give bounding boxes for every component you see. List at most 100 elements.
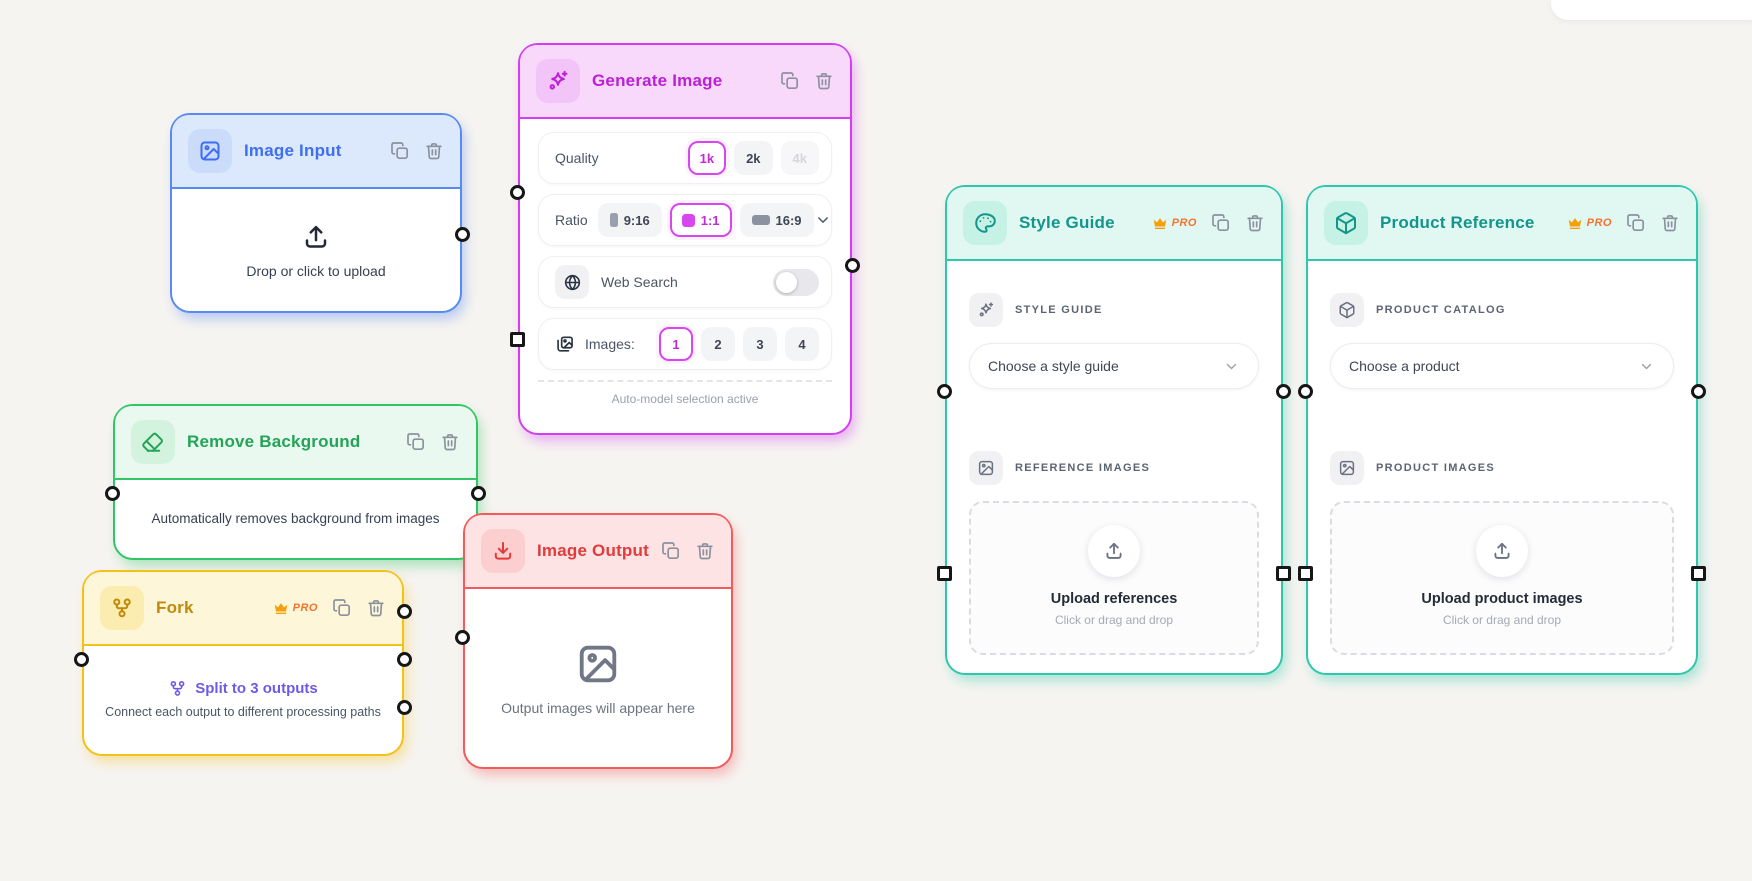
chevron-down-icon[interactable] (814, 211, 832, 229)
fork-icon (100, 586, 144, 630)
output-handle-secondary[interactable] (1691, 566, 1706, 581)
node-title: Product Reference (1380, 213, 1535, 232)
images-option-1[interactable]: 1 (659, 327, 693, 361)
input-handle-secondary[interactable] (1298, 566, 1313, 581)
images-option-3[interactable]: 3 (743, 327, 777, 361)
ratio-option-169[interactable]: 16:9 (739, 203, 814, 237)
quality-option-1k[interactable]: 1k (687, 141, 727, 175)
input-handle[interactable] (455, 630, 470, 645)
upload-icon (1088, 525, 1140, 577)
ratio-row: Ratio 9:16 1:1 16:9 (538, 194, 832, 246)
split-action[interactable]: Split to 3 outputs (168, 679, 318, 698)
images-option-2[interactable]: 2 (701, 327, 735, 361)
node-header: Image Input (172, 115, 460, 189)
node-remove-background[interactable]: Remove Background Automatically removes … (105, 404, 486, 560)
quality-option-4k[interactable]: 4k (780, 141, 819, 175)
image-icon (969, 451, 1003, 485)
duplicate-button[interactable] (780, 71, 800, 91)
ratio-option-11[interactable]: 1:1 (669, 203, 732, 237)
output-handle[interactable] (471, 486, 486, 501)
chevron-down-icon (1638, 358, 1655, 375)
duplicate-button[interactable] (1211, 213, 1231, 233)
image-placeholder-icon (575, 641, 621, 687)
node-header: Style Guide PRO (947, 187, 1281, 261)
output-handle-secondary[interactable] (1276, 566, 1291, 581)
image-upload-dropzone[interactable]: Drop or click to upload (172, 189, 460, 311)
style-guide-section-label: STYLE GUIDE (969, 293, 1259, 327)
input-handle-secondary[interactable] (937, 566, 952, 581)
landscape-shape-icon (751, 215, 770, 225)
images-label: Images: (585, 336, 635, 352)
images-icon (555, 334, 575, 354)
node-generate-image[interactable]: Generate Image Quality 1k 2k 4k Ratio 9:… (510, 43, 860, 435)
input-handle-secondary[interactable] (510, 332, 525, 347)
references-upload-dropzone[interactable]: Upload references Click or drag and drop (969, 501, 1259, 655)
node-title: Generate Image (592, 71, 723, 90)
output-handle-1[interactable] (397, 604, 412, 619)
crown-icon (273, 600, 289, 616)
duplicate-button[interactable] (1626, 213, 1646, 233)
quality-option-2k[interactable]: 2k (734, 141, 773, 175)
web-search-label: Web Search (601, 274, 678, 290)
eraser-icon (131, 420, 175, 464)
duplicate-button[interactable] (661, 541, 681, 561)
globe-icon (555, 265, 589, 299)
delete-button[interactable] (440, 432, 460, 452)
output-handle[interactable] (845, 258, 860, 273)
input-handle[interactable] (510, 185, 525, 200)
node-style-guide[interactable]: Style Guide PRO STYLE GUIDE Choose a sty… (937, 185, 1291, 675)
node-title: Image Input (244, 141, 342, 160)
input-handle[interactable] (1298, 384, 1313, 399)
delete-button[interactable] (814, 71, 834, 91)
duplicate-button[interactable] (390, 141, 410, 161)
delete-button[interactable] (1245, 213, 1265, 233)
delete-button[interactable] (424, 141, 444, 161)
output-handle[interactable] (1691, 384, 1706, 399)
node-product-reference[interactable]: Product Reference PRO PRODUCT CATALOG Ch… (1298, 185, 1706, 675)
style-guide-select[interactable]: Choose a style guide (969, 343, 1259, 389)
node-image-input[interactable]: Image Input Drop or click to upload (170, 113, 470, 313)
node-header: Generate Image (520, 45, 850, 119)
node-fork[interactable]: Fork PRO Split to 3 outputs Connect each… (74, 570, 412, 756)
duplicate-button[interactable] (332, 598, 352, 618)
quality-label: Quality (555, 150, 599, 166)
product-select[interactable]: Choose a product (1330, 343, 1674, 389)
output-handle[interactable] (1276, 384, 1291, 399)
ratio-option-916[interactable]: 9:16 (597, 203, 662, 237)
box-icon (1330, 293, 1364, 327)
output-handle[interactable] (455, 227, 470, 242)
delete-button[interactable] (366, 598, 386, 618)
square-shape-icon (681, 213, 695, 227)
input-handle[interactable] (105, 486, 120, 501)
quality-row: Quality 1k 2k 4k (538, 132, 832, 184)
output-handle-3[interactable] (397, 700, 412, 715)
delete-button[interactable] (1660, 213, 1680, 233)
auto-model-status: Auto-model selection active (538, 380, 832, 406)
download-icon (481, 529, 525, 573)
upload-icon (1476, 525, 1528, 577)
node-image-output[interactable]: Image Output Output images will appear h… (455, 513, 733, 769)
product-catalog-section-label: PRODUCT CATALOG (1330, 293, 1674, 327)
palette-icon (963, 201, 1007, 245)
crown-icon (1567, 215, 1583, 231)
box-icon (1324, 201, 1368, 245)
upload-icon (301, 222, 331, 252)
product-images-upload-dropzone[interactable]: Upload product images Click or drag and … (1330, 501, 1674, 655)
web-search-toggle[interactable] (773, 268, 819, 296)
node-header: Product Reference PRO (1308, 187, 1696, 261)
toolbar-fragment (1551, 0, 1752, 20)
pro-badge: PRO (1567, 215, 1612, 231)
pro-badge: PRO (1152, 215, 1197, 231)
upload-hint-text: Drop or click to upload (246, 262, 386, 279)
input-handle[interactable] (937, 384, 952, 399)
duplicate-button[interactable] (406, 432, 426, 452)
reference-images-section-label: REFERENCE IMAGES (969, 451, 1259, 485)
delete-button[interactable] (695, 541, 715, 561)
web-search-row: Web Search (538, 256, 832, 308)
images-option-4[interactable]: 4 (785, 327, 819, 361)
ratio-label: Ratio (555, 212, 588, 228)
input-handle[interactable] (74, 652, 89, 667)
node-title: Style Guide (1019, 213, 1115, 232)
output-handle-2[interactable] (397, 652, 412, 667)
